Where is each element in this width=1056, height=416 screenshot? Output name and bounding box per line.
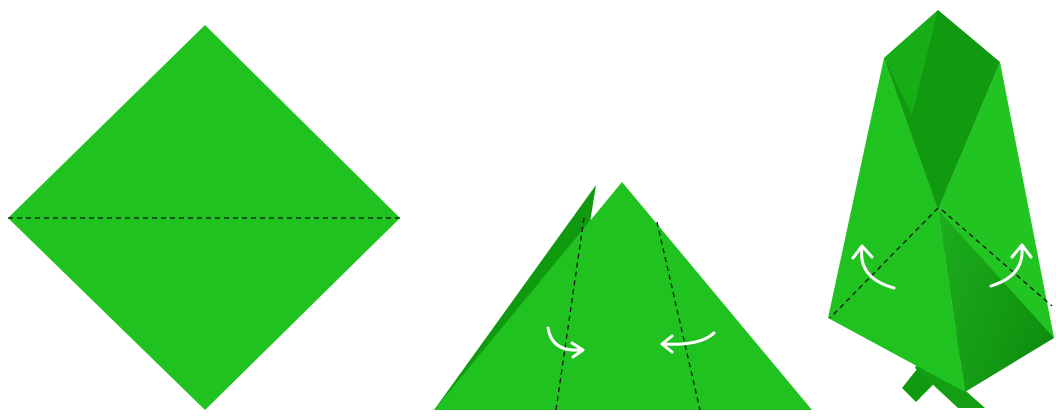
step-1-diamond bbox=[8, 25, 400, 410]
step-2-triangle bbox=[434, 182, 812, 410]
step-3-folded-shape bbox=[828, 10, 1054, 408]
triangle-paper bbox=[434, 182, 812, 410]
